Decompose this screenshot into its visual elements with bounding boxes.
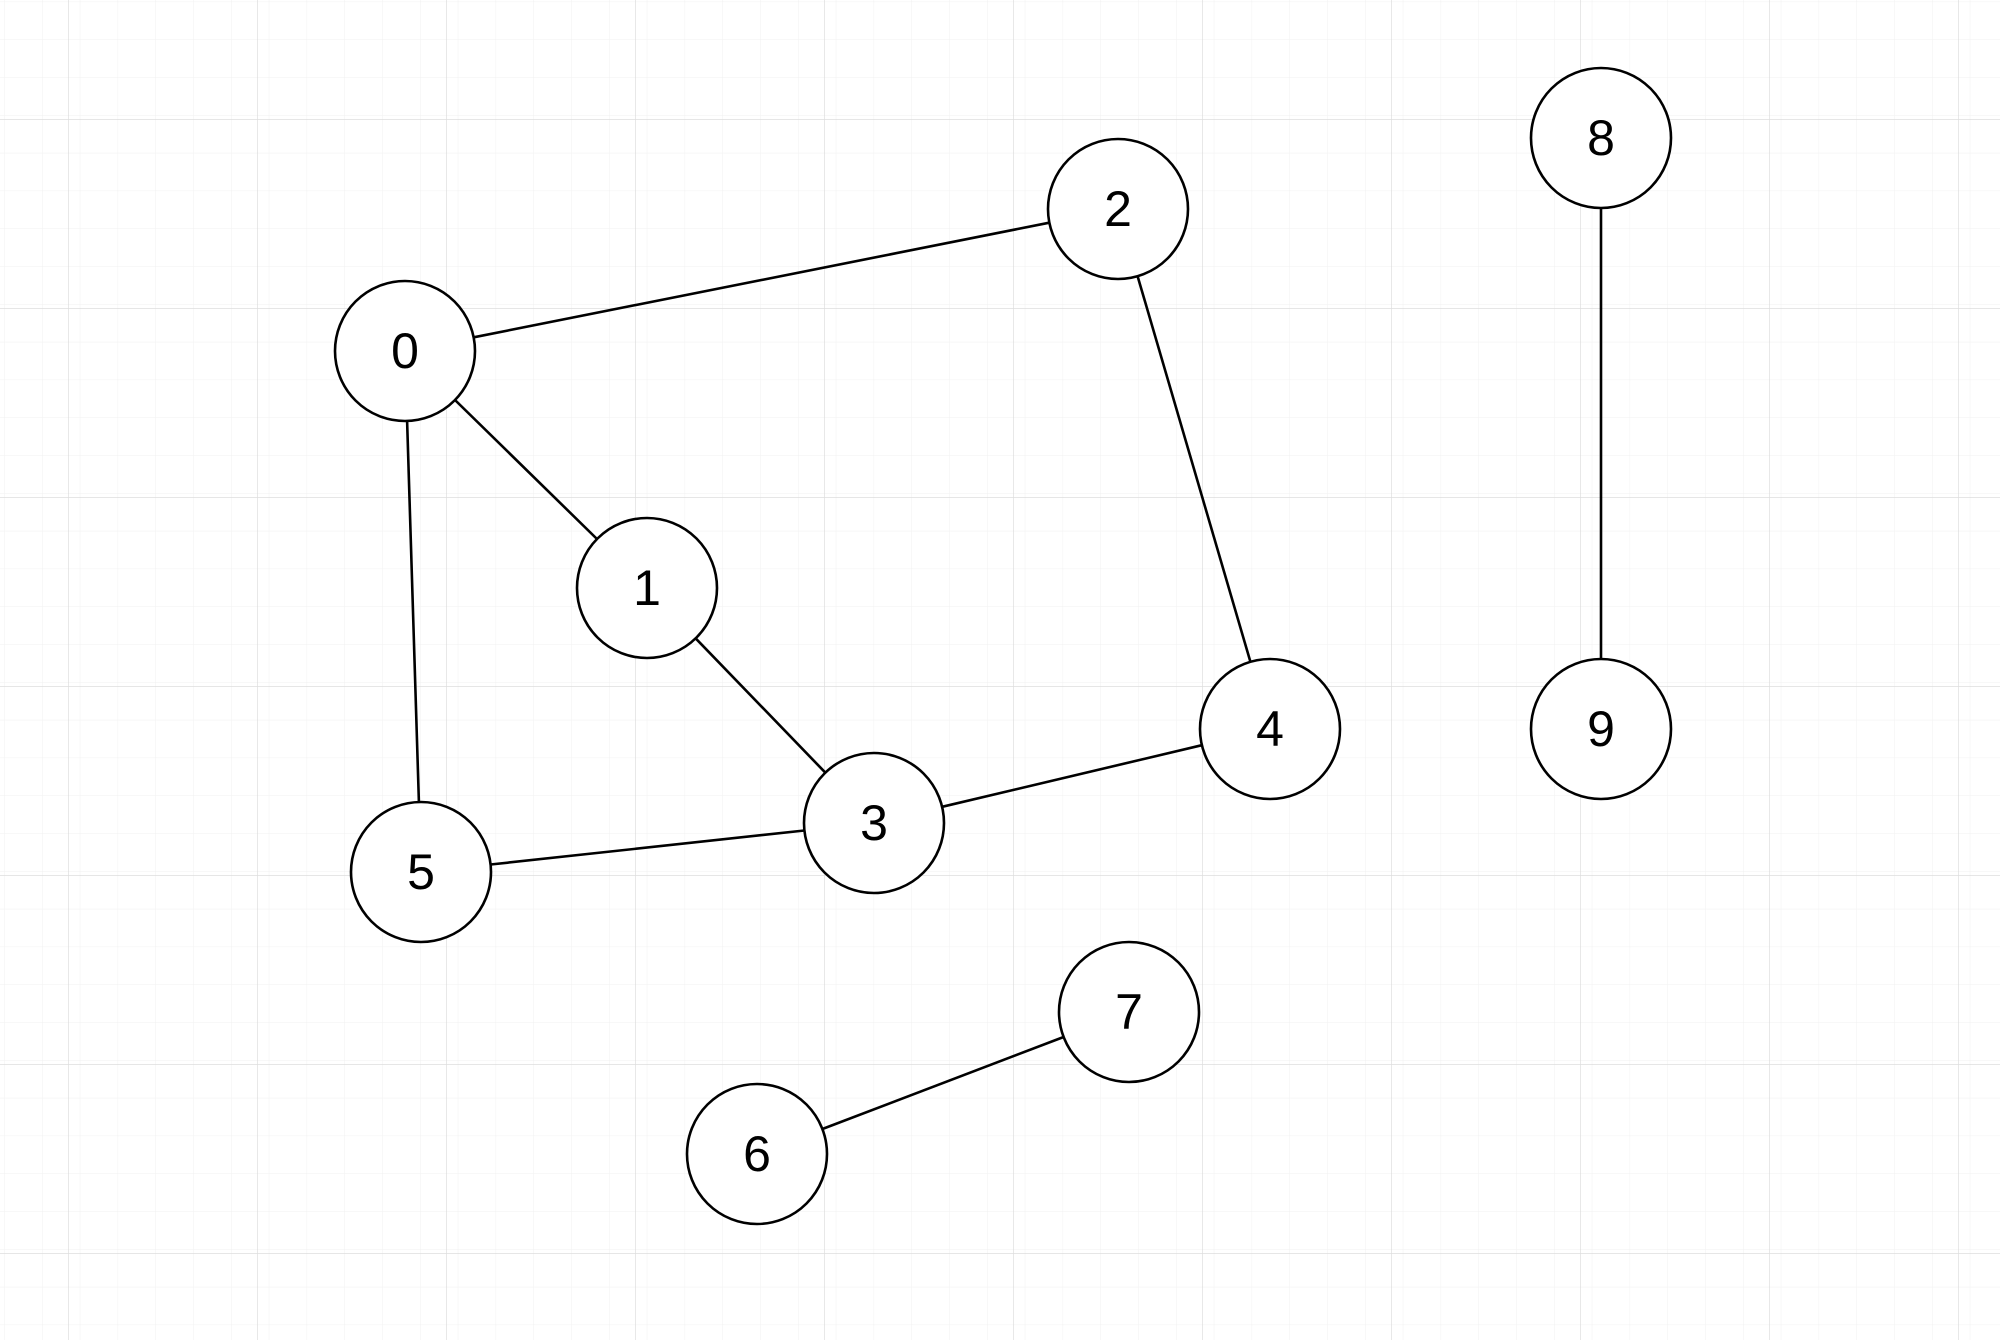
node-circle	[333, 279, 477, 423]
edge-n1-n3	[694, 637, 827, 774]
edges-layer	[405, 208, 1603, 1131]
graph-node-n8: 8	[1529, 66, 1673, 210]
node-label: 4	[1256, 701, 1284, 757]
node-circle	[349, 800, 493, 944]
edge-n6-n7	[821, 1035, 1065, 1131]
node-circle	[685, 1082, 829, 1226]
node-label: 7	[1115, 984, 1143, 1040]
edge-n2-n4	[1136, 275, 1252, 663]
node-label: 8	[1587, 110, 1615, 166]
node-label: 6	[743, 1126, 771, 1182]
graph-node-n6: 6	[685, 1082, 829, 1226]
node-label: 9	[1587, 701, 1615, 757]
node-circle	[1057, 940, 1201, 1084]
graph-node-n2: 2	[1046, 137, 1190, 281]
graph-node-n3: 3	[802, 751, 946, 895]
node-circle	[1198, 657, 1342, 801]
edge-n0-n1	[454, 399, 598, 540]
node-circle	[1529, 657, 1673, 801]
graph-node-n9: 9	[1529, 657, 1673, 801]
edge-n5-n3	[490, 829, 805, 866]
node-label: 1	[633, 560, 661, 616]
node-label: 2	[1104, 181, 1132, 237]
graph-node-n7: 7	[1057, 940, 1201, 1084]
edge-n0-n2	[473, 221, 1050, 339]
node-label: 3	[860, 795, 888, 851]
node-circle	[1046, 137, 1190, 281]
edge-n0-n5	[405, 420, 421, 803]
node-circle	[1529, 66, 1673, 210]
graph-node-n1: 1	[575, 516, 719, 660]
node-circle	[575, 516, 719, 660]
graph-node-n0: 0	[333, 279, 477, 423]
graph-node-n4: 4	[1198, 657, 1342, 801]
node-circle	[802, 751, 946, 895]
node-label: 5	[407, 844, 435, 900]
node-label: 0	[391, 323, 419, 379]
nodes-layer: 0 1 2 3 4 5 6 7 8 9	[333, 66, 1673, 1226]
edge-n3-n4	[941, 743, 1203, 809]
graph-node-n5: 5	[349, 800, 493, 944]
